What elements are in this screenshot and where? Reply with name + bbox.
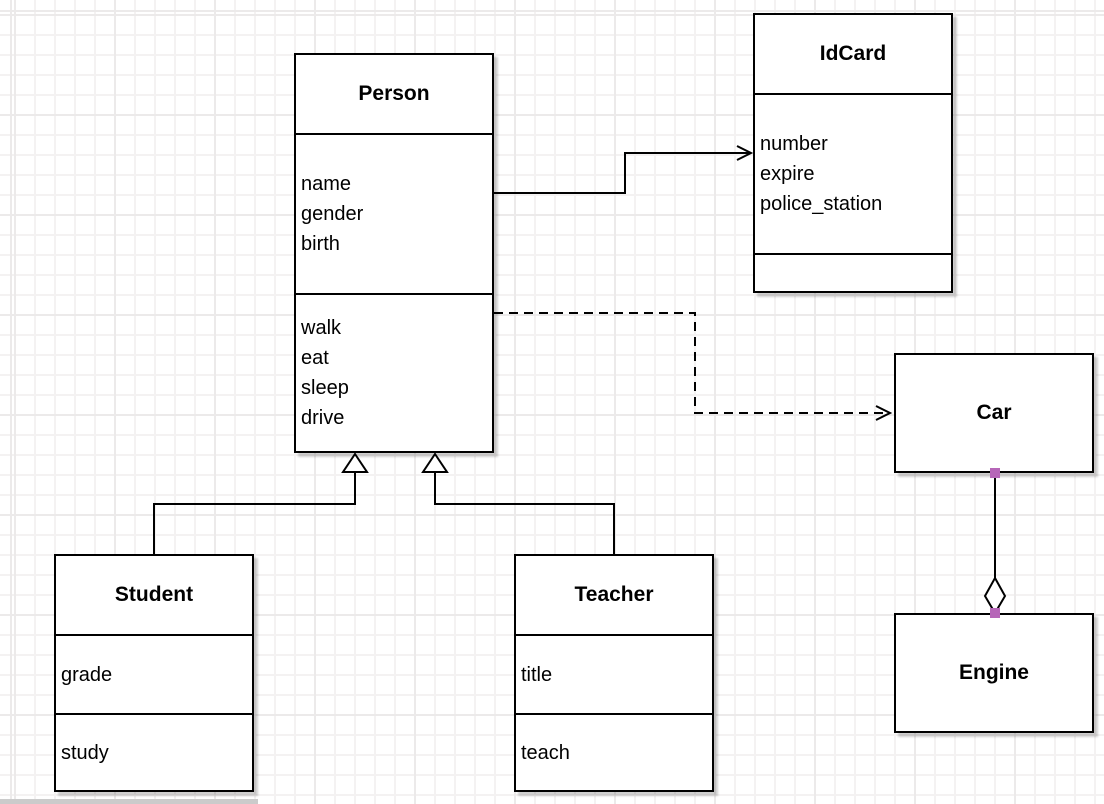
idcard-attributes-section[interactable]: number expire police_station: [755, 95, 951, 255]
class-title-engine[interactable]: Engine: [958, 661, 1029, 684]
attribute-row[interactable]: expire: [760, 163, 815, 185]
person-methods-section[interactable]: walk eat sleep drive: [296, 295, 492, 451]
uml-class-idcard[interactable]: IdCard number expire police_station: [753, 13, 953, 293]
class-title-student[interactable]: Student: [56, 556, 252, 636]
method-row[interactable]: walk: [301, 317, 342, 339]
edge-person-car[interactable]: [494, 312, 893, 421]
method-row[interactable]: sleep: [301, 377, 349, 399]
uml-class-student[interactable]: Student grade study: [54, 554, 254, 792]
canvas-edge-artifact: [0, 799, 258, 804]
teacher-attributes-section[interactable]: title: [516, 636, 712, 715]
edge-person-car-line[interactable]: [494, 312, 889, 414]
attribute-row[interactable]: birth: [301, 233, 340, 255]
uml-class-car[interactable]: Car: [894, 353, 1094, 473]
edge-student-person[interactable]: [153, 452, 369, 554]
attribute-row[interactable]: gender: [301, 203, 364, 225]
attribute-row[interactable]: name: [301, 173, 352, 195]
student-attributes-section[interactable]: grade: [56, 636, 252, 715]
class-title-car[interactable]: Car: [976, 401, 1012, 424]
person-attributes-section[interactable]: name gender birth: [296, 135, 492, 295]
method-row[interactable]: eat: [301, 347, 329, 369]
uml-class-engine[interactable]: Engine: [894, 613, 1094, 733]
attribute-row[interactable]: police_station: [760, 193, 883, 215]
idcard-methods-section-empty[interactable]: [755, 255, 951, 291]
inheritance-triangle-icon: [421, 452, 449, 473]
student-methods-section[interactable]: study: [56, 715, 252, 790]
attribute-row[interactable]: number: [760, 133, 828, 155]
attribute-row[interactable]: title: [521, 663, 553, 686]
edge-person-idcard-line[interactable]: [494, 152, 750, 194]
open-arrowhead-icon: [736, 145, 754, 161]
edge-person-idcard[interactable]: [494, 145, 754, 194]
method-row[interactable]: study: [61, 741, 109, 764]
class-title-teacher[interactable]: Teacher: [516, 556, 712, 636]
edge-teacher-person-line[interactable]: [434, 472, 615, 554]
edge-student-person-line[interactable]: [153, 472, 356, 554]
uml-class-teacher[interactable]: Teacher title teach: [514, 554, 714, 792]
edge-car-engine[interactable]: [983, 468, 1007, 618]
method-row[interactable]: teach: [521, 741, 570, 764]
teacher-methods-section[interactable]: teach: [516, 715, 712, 790]
uml-class-person[interactable]: Person name gender birth walk eat sleep …: [294, 53, 494, 453]
class-title-person[interactable]: Person: [296, 55, 492, 135]
class-title-idcard[interactable]: IdCard: [755, 15, 951, 95]
edge-teacher-person[interactable]: [421, 452, 615, 554]
open-arrowhead-icon: [875, 405, 893, 421]
aggregation-diamond-icon: [983, 575, 1007, 615]
method-row[interactable]: drive: [301, 407, 345, 429]
attribute-row[interactable]: grade: [61, 663, 113, 686]
inheritance-triangle-icon: [341, 452, 369, 473]
